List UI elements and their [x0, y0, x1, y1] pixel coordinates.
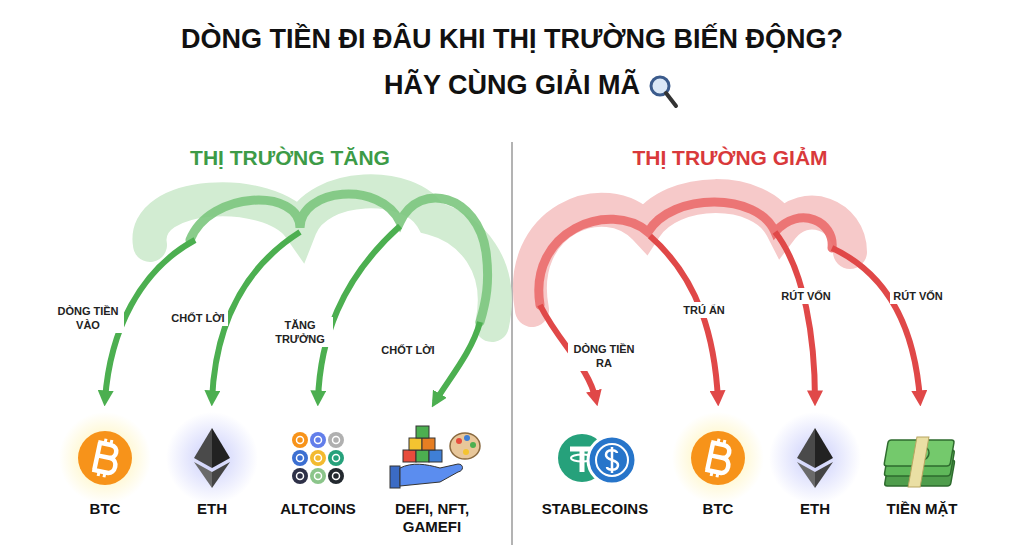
- altcoin-grid: [292, 432, 344, 484]
- coin-label: TIỀN MẶT: [857, 500, 987, 518]
- title: DÒNG TIỀN ĐI ĐÂU KHI THỊ TRƯỜNG BIẾN ĐỘN…: [177, 16, 847, 108]
- flow-label: CHỐT LỜI: [168, 310, 227, 326]
- coin-node: DEFI, NFT, GAMEFI: [389, 500, 475, 536]
- flow-label: DÒNG TIỀN RA: [568, 341, 640, 371]
- magnifier-icon: [648, 74, 680, 110]
- coin-label: ETH: [147, 500, 277, 518]
- flow-label: RÚT VỐN: [778, 288, 834, 304]
- coin-node: ETH: [147, 500, 277, 518]
- coin-label: STABLECOINS: [530, 500, 660, 518]
- flow-label: CHỐT LỜI: [378, 342, 437, 358]
- coin-label: ALTCOINS: [253, 500, 383, 518]
- coin-node: TIỀN MẶT: [857, 500, 987, 518]
- flow-label: RÚT VỐN: [890, 288, 946, 304]
- coin-node: BTC: [40, 500, 170, 518]
- coin-node: ETH: [750, 500, 880, 518]
- coin-label: DEFI, NFT, GAMEFI: [389, 500, 475, 536]
- coin-label: BTC: [653, 500, 783, 518]
- coin-node: ALTCOINS: [253, 500, 383, 518]
- defi-icon: [390, 426, 480, 488]
- flow-label: DÒNG TIỀN VÀO: [52, 303, 124, 333]
- flow-label: TĂNG TRƯỞNG: [267, 317, 333, 347]
- section-heading: THỊ TRƯỜNG TĂNG: [187, 144, 393, 172]
- coin-node: STABLECOINS: [530, 500, 660, 518]
- section-heading: THỊ TRƯỜNG GIẢM: [629, 144, 830, 172]
- flow-label: TRÚ ẨN: [680, 302, 728, 318]
- cash-stack: [884, 437, 955, 487]
- stablecoin-icons: [558, 434, 636, 484]
- coin-node: BTC: [653, 500, 783, 518]
- coin-label: BTC: [40, 500, 170, 518]
- coin-label: ETH: [750, 500, 880, 518]
